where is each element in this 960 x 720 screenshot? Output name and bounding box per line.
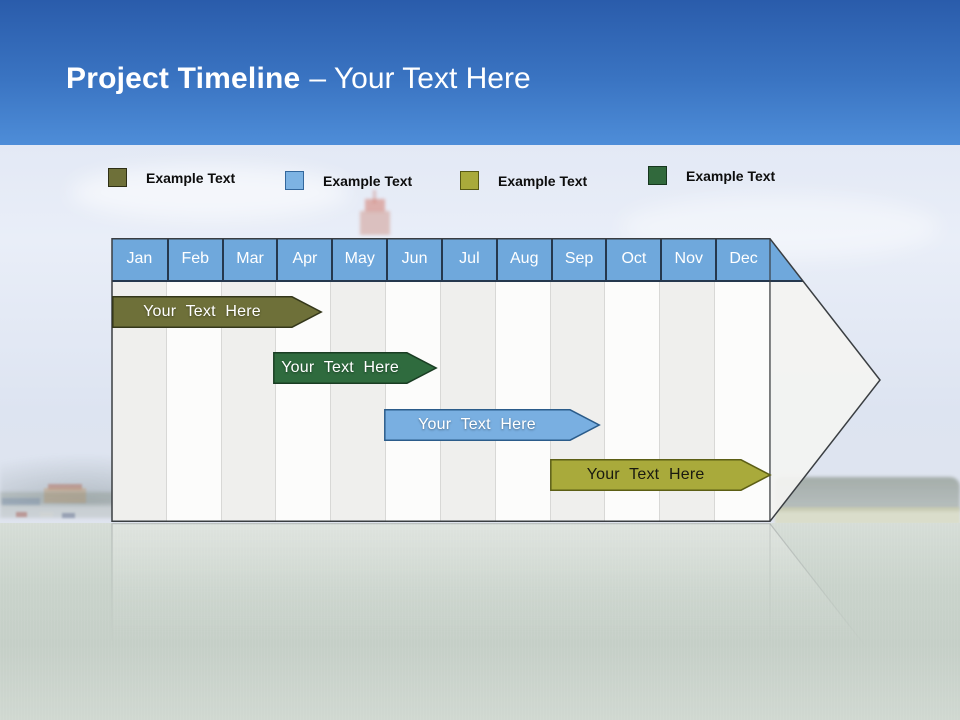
legend-swatch-green [648,166,667,185]
legend-label: Example Text [146,169,236,186]
slide-title: Project Timeline– Your Text Here [66,62,531,96]
legend-label: Example Text [323,172,413,189]
background-trees-left [0,492,118,518]
month-cell: Aug [495,238,551,280]
bar-label: Your Text Here [418,416,536,433]
background-tower [352,190,398,238]
title-main: Project Timeline [66,62,301,95]
month-cell: Jun [386,238,441,280]
month-cell: Dec [715,238,770,280]
legend-item: Example Text [460,171,587,190]
legend-label: Example Text [498,172,588,189]
legend-item: Example Text [285,171,412,190]
month-column [440,282,496,522]
month-cell: Feb [166,238,222,280]
month-column [495,282,551,522]
month-cell: Sep [550,238,606,280]
legend-label: Example Text [686,167,776,184]
bar-label: Your Text Here [143,303,261,320]
timeline-bar: Your Text Here [273,352,438,384]
month-cell: Apr [276,238,331,280]
month-cell: Jul [440,238,496,280]
month-cell: Oct [605,238,660,280]
month-cell: Nov [660,238,715,280]
title-band [0,0,960,145]
month-cell: Mar [221,238,277,280]
table-reflection [0,523,960,673]
month-cell: May [331,238,386,280]
month-column [331,282,387,522]
legend-swatch-olive [108,168,127,187]
bar-label: Your Text Here [586,466,705,483]
title-suffix: – Your Text Here [309,62,531,95]
background-field [775,507,960,524]
bar-label: Your Text Here [281,359,400,376]
legend-item: Example Text [108,168,235,187]
background-village [0,484,118,522]
legend-swatch-blue [285,171,304,190]
month-column [386,282,441,522]
month-cell: Jan [126,250,153,267]
legend-swatch-yellow-olive [460,171,479,190]
legend-item: Example Text [648,166,775,185]
timeline-bar: Your Text Here [112,296,323,328]
timeline-bar: Your Text Here [384,409,601,441]
background-trees-right [775,477,960,511]
timeline-bar: Your Text Here [550,459,772,491]
